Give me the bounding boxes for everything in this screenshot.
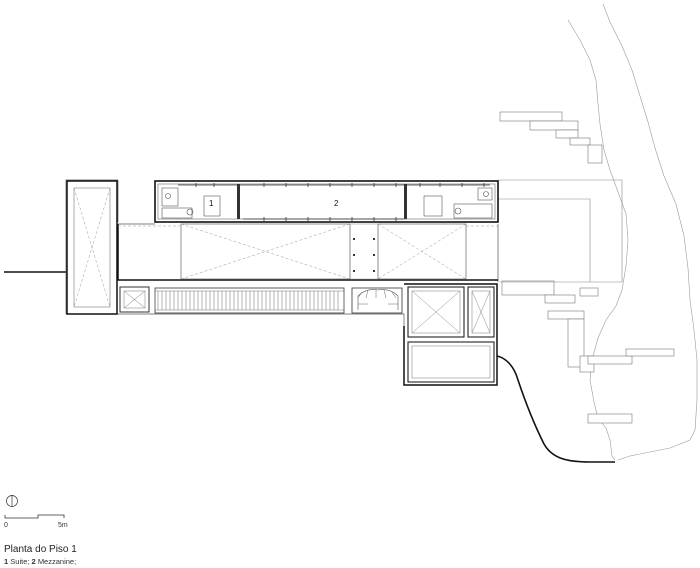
room-label-mezzanine: 2 bbox=[334, 199, 339, 208]
main-slab bbox=[117, 224, 498, 281]
left-shaft bbox=[66, 180, 118, 315]
scale-start-label: 0 bbox=[4, 522, 8, 529]
void-areas bbox=[118, 223, 498, 280]
lower-strip bbox=[119, 286, 403, 314]
north-arrow-icon bbox=[6, 495, 18, 507]
mezzanine-bar bbox=[154, 180, 499, 223]
terrain-contours bbox=[567, 3, 698, 461]
drawing-legend: 1 Suite; 2 Mezzanine; bbox=[4, 557, 76, 566]
ground-line-right bbox=[496, 355, 615, 463]
legend-num-1: 1 bbox=[4, 557, 9, 566]
room-label-suite: 1 bbox=[209, 199, 214, 208]
building-outline bbox=[65, 179, 499, 326]
scale-bar bbox=[4, 514, 65, 519]
legend-label-2: Mezzanine; bbox=[37, 557, 77, 566]
right-core bbox=[403, 283, 498, 386]
terrace-outline bbox=[498, 179, 623, 283]
rock-platforms bbox=[499, 111, 675, 424]
legend-label-1: Suite; bbox=[10, 557, 30, 566]
drawing-title: Planta do Piso 1 bbox=[4, 544, 77, 555]
scale-end-label: 5m bbox=[58, 522, 68, 529]
legend-num-2: 2 bbox=[31, 557, 36, 566]
